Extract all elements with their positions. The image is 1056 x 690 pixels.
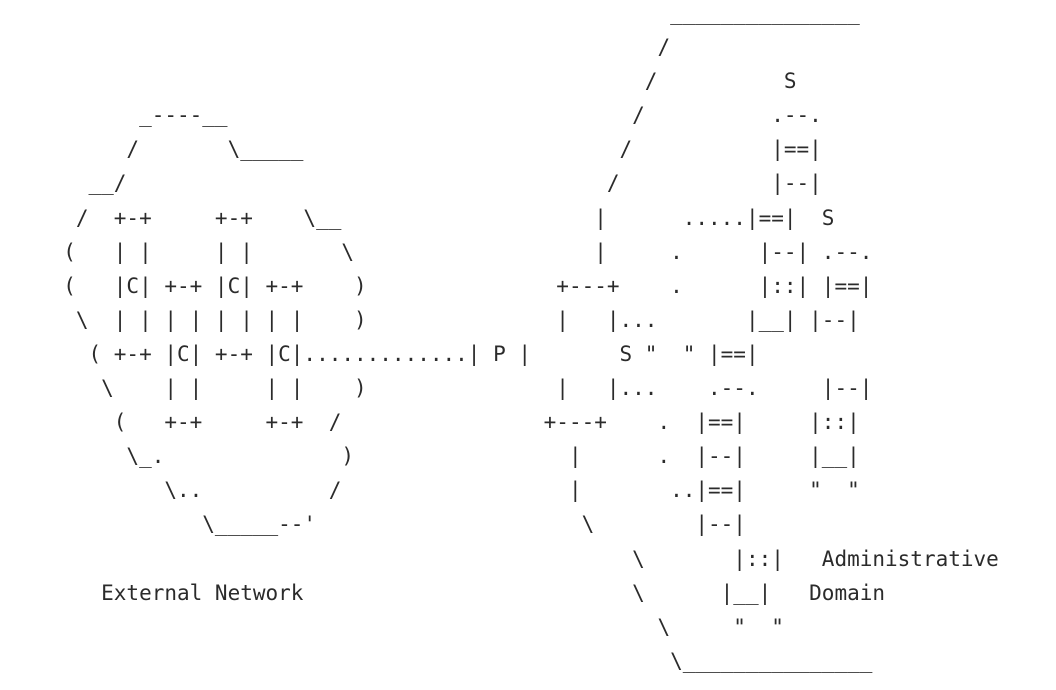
diagram-line: \_______________	[0, 648, 873, 673]
diagram-line: External Network \ |__| Domain	[0, 580, 886, 605]
diagram-line: \ |::| Administrative	[0, 546, 999, 571]
diagram-line: _______________	[0, 1, 860, 25]
diagram-line: \_____--' \ |--|	[0, 512, 746, 537]
diagram-line: \_. ) | . |--| |__|	[0, 444, 860, 469]
diagram-line: / \_____ / |==|	[0, 137, 822, 162]
diagram-line: / +-+ +-+ \__ | .....|==| S	[0, 205, 835, 230]
diagram-line: ( |C| +-+ |C| +-+ ) +---+ . |::| |==|	[0, 273, 873, 298]
diagram-line: /	[0, 35, 671, 60]
diagram-line: __/ / |--|	[0, 171, 822, 196]
diagram-line: \ " "	[0, 614, 784, 639]
diagram-line: \.. / | ..|==| " "	[0, 478, 860, 503]
diagram-line: _----__ / .--.	[0, 103, 822, 128]
diagram-line: \ | | | | | | | | ) | |... |__| |--|	[0, 307, 860, 332]
diagram-line: ( +-+ +-+ / +---+ . |==| |::|	[0, 410, 860, 435]
diagram-line: \ | | | | ) | |... .--. |--|	[0, 376, 873, 401]
diagram-line: ( +-+ |C| +-+ |C|.............| P | S " …	[0, 341, 759, 366]
diagram-line: ( | | | | \ | . |--| .--.	[0, 239, 873, 264]
ascii-diagram: _______________ / / S _----__ / .--.	[0, 1, 999, 673]
diagram-line: / S	[0, 69, 797, 94]
